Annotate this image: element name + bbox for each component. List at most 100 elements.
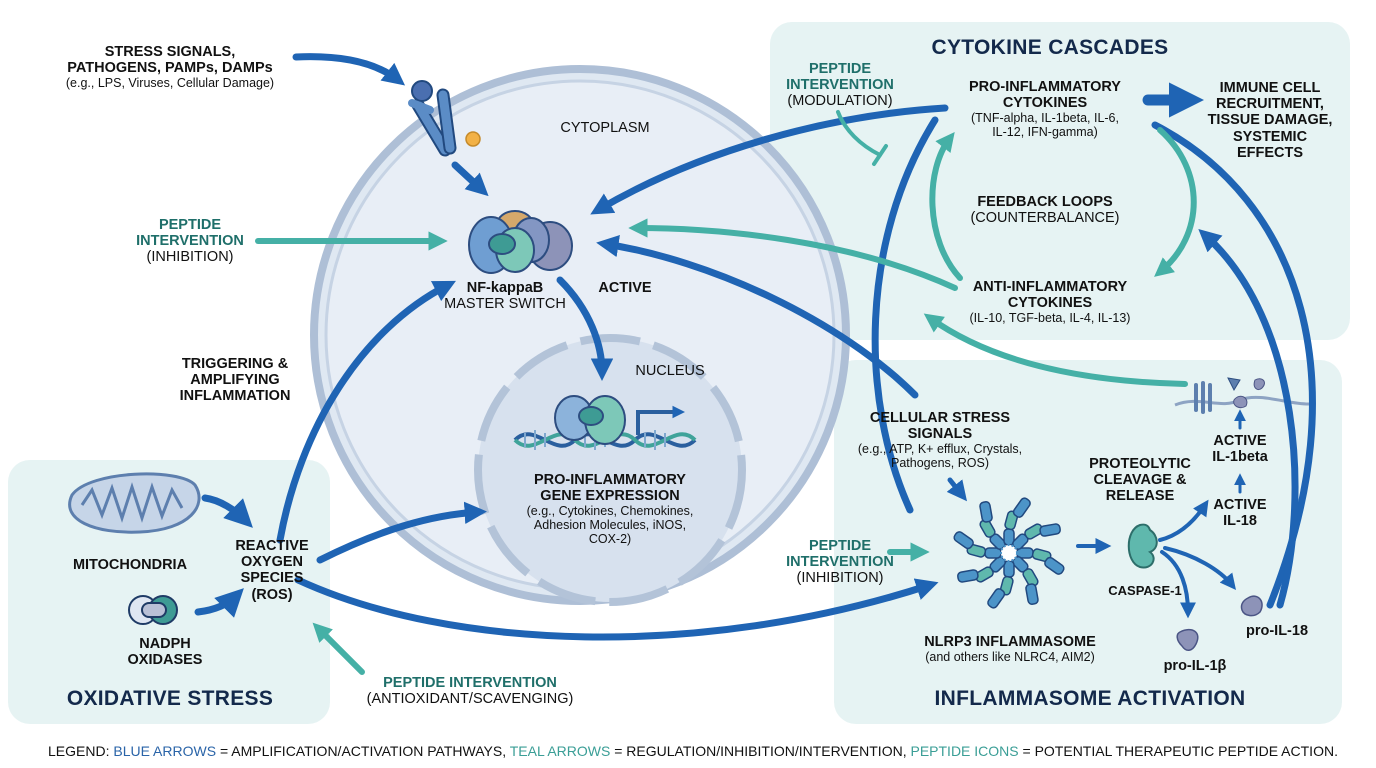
legend-blue-term: BLUE ARROWS (113, 743, 217, 759)
legend-blue-desc: = AMPLIFICATION/ACTIVATION PATHWAYS, (216, 743, 510, 759)
peptide-antioxidant-line1: PEPTIDE INTERVENTION (383, 675, 557, 691)
effects-line1: IMMUNE CELL (1219, 80, 1321, 96)
nlrp3-subtitle: (and others like NLRC4, AIM2) (925, 650, 1095, 665)
pro-il-1b-icon (1176, 628, 1199, 651)
nfkb-label: NF-kappaB MASTER SWITCH (430, 280, 580, 312)
peptide-antioxidant-label: PEPTIDE INTERVENTION (ANTIOXIDANT/SCAVEN… (350, 675, 590, 707)
nlrp3-label: NLRP3 INFLAMMASOME (and others like NLRC… (910, 634, 1110, 664)
gene-examples-1: (e.g., Cytokines, Chemokines, (526, 504, 694, 519)
peptide-left-line1: PEPTIDE (158, 217, 222, 233)
pro-il18-label: pro-IL-18 (1245, 623, 1309, 639)
ros-line2: OXYGEN (240, 554, 304, 571)
effects-line2: RECRUITMENT, (1216, 96, 1324, 113)
stress-signals-title-1: STRESS SIGNALS, (104, 44, 236, 60)
peptide-inflam-line2: INTERVENTION (786, 554, 894, 571)
cell (310, 65, 850, 606)
nadph-label: NADPH OXIDASES (115, 636, 215, 668)
peptide-inflam-line3: (INHIBITION) (796, 570, 884, 587)
nlrp3-title: NLRP3 INFLAMMASOME (924, 634, 1096, 650)
arrow-caspase-to-pro-il18 (1163, 546, 1237, 590)
pro-inflammatory-cytokines-label: PRO-INFLAMMATORY CYTOKINES (TNF-alpha, I… (955, 79, 1135, 139)
nadph-oxidase-icon (128, 595, 178, 625)
ros-line3: SPECIES (240, 570, 304, 587)
cleavage-label: PROTEOLYTIC CLEAVAGE & RELEASE (1080, 456, 1200, 505)
nadph-line2: OXIDASES (127, 652, 203, 669)
ros-line4: (ROS) (251, 586, 293, 603)
arrow-anticytokines-to-nfkb (628, 218, 958, 291)
effects-label: IMMUNE CELL RECRUITMENT, TISSUE DAMAGE, … (1200, 80, 1340, 161)
inhibitor-peptide-modulation (836, 110, 882, 157)
effects-line3: TISSUE DAMAGE, (1207, 112, 1333, 129)
peptide-left-line2: INTERVENTION (136, 233, 244, 250)
legend-teal-term: TEAL ARROWS (509, 743, 611, 759)
anti-inflammatory-cytokines-label: ANTI-INFLAMMATORY CYTOKINES (IL-10, TGF-… (960, 279, 1140, 325)
nucleus-label: NUCLEUS (635, 363, 705, 379)
feedback-line2: (COUNTERBALANCE) (970, 210, 1120, 227)
cytoplasm-label: CYTOPLASM (560, 120, 650, 136)
arrow-membrane-to-anticytokines (923, 313, 1188, 387)
gene-examples-3: COX-2) (588, 532, 632, 547)
peptide-inflam-line1: PEPTIDE (808, 538, 872, 554)
cytokine-cascades-panel (770, 22, 1350, 340)
cellular-stress-label: CELLULAR STRESS SIGNALS (e.g., ATP, K+ e… (850, 410, 1030, 470)
arrow-stress-to-receptor (292, 53, 406, 86)
arrow-inflam-loop-to-procytokines (871, 116, 939, 514)
cellular-stress-line2: SIGNALS (907, 426, 973, 443)
pro-il-18-icon (1240, 595, 1263, 617)
legend-peptide-term: PEPTIDE ICONS (910, 743, 1019, 759)
gene-title-2: GENE EXPRESSION (540, 488, 680, 505)
pro-cytokines-line2: CYTOKINES (1002, 95, 1088, 112)
gene-expression-label: PRO-INFLAMMATORY GENE EXPRESSION (e.g., … (515, 472, 705, 546)
caspase-1-label: CASPASE-1 (1108, 583, 1182, 598)
ros-line1: REACTIVE (235, 538, 309, 554)
active-il1beta-line1: ACTIVE (1213, 433, 1267, 449)
cellular-stress-line1: CELLULAR STRESS (869, 410, 1011, 426)
arrow-pro-il18-up-loop (1198, 229, 1299, 609)
active-il1beta-label: ACTIVE IL-1beta (1200, 433, 1280, 465)
cytokine-cascades-heading: CYTOKINE CASCADES (931, 36, 1169, 59)
triggering-line2: AMPLIFYING (190, 372, 280, 389)
cleavage-line3: RELEASE (1105, 488, 1175, 505)
oxidative-stress-heading: OXIDATIVE STRESS (66, 687, 274, 710)
stress-signals-examples: (e.g., LPS, Viruses, Cellular Damage) (65, 76, 275, 91)
arrow-nlrp3-stress-to-nfkb (596, 234, 919, 399)
peptide-modulation-line1: PEPTIDE (808, 61, 872, 77)
active-il18-label: ACTIVE IL-18 (1205, 497, 1275, 529)
cleavage-line2: CLEAVAGE & (1093, 472, 1187, 489)
arrow-stress-to-nlrp3 (946, 477, 967, 502)
nfkb-subtitle: MASTER SWITCH (444, 296, 566, 313)
active-il1beta-line2: IL-1beta (1212, 449, 1268, 466)
inflammasome-activation-heading: INFLAMMASOME ACTIVATION (934, 687, 1246, 710)
arrow-nadph-to-ros (194, 588, 244, 618)
arrow-procytokines-far-right-loop (1151, 121, 1316, 609)
pro-cytokines-examples-1: (TNF-alpha, IL-1beta, IL-6, (971, 111, 1119, 126)
arrow-caspase-to-il18 (1158, 499, 1209, 542)
pro-cytokines-examples-2: IL-12, IFN-gamma) (992, 125, 1098, 140)
arrow-mitochondria-to-ros (201, 494, 253, 528)
nadph-line1: NADPH (139, 636, 191, 652)
anti-cytokines-line1: ANTI-INFLAMMATORY (972, 279, 1128, 295)
arrow-peptide-antioxidant-to-ros (312, 622, 365, 675)
nucleus (474, 334, 746, 606)
triggering-line1: TRIGGERING & (181, 356, 289, 372)
membrane-release-icon (1174, 377, 1311, 414)
arrow-caspase-to-pro-il1b (1160, 550, 1196, 619)
triggering-line3: INFLAMMATION (179, 388, 291, 405)
arrow-ros-to-nucleus (316, 501, 487, 564)
triggering-label: TRIGGERING & AMPLIFYING INFLAMMATION (165, 356, 305, 405)
receptor-icon (408, 80, 481, 157)
arrow-ros-to-nfkb (276, 280, 456, 544)
gene-title-1: PRO-INFLAMMATORY (534, 472, 686, 488)
stress-signals-label: STRESS SIGNALS, PATHOGENS, PAMPs, DAMPs … (40, 44, 300, 90)
effects-line5: EFFECTS (1236, 144, 1304, 161)
anti-cytokines-line2: CYTOKINES (1007, 295, 1093, 312)
anti-cytokines-examples: (IL-10, TGF-beta, IL-4, IL-13) (969, 311, 1131, 326)
peptide-antioxidant-line2: (ANTIOXIDANT/SCAVENGING) (366, 691, 574, 708)
nfkb-title: NF-kappaB (466, 280, 544, 296)
nfkb-complex-icon (468, 210, 573, 274)
inhibitor-bar (872, 144, 888, 166)
legend-teal-desc: = REGULATION/INHIBITION/INTERVENTION, (610, 743, 911, 759)
arrow-feedback-right-down (1154, 127, 1197, 277)
dna-icon (513, 395, 697, 450)
